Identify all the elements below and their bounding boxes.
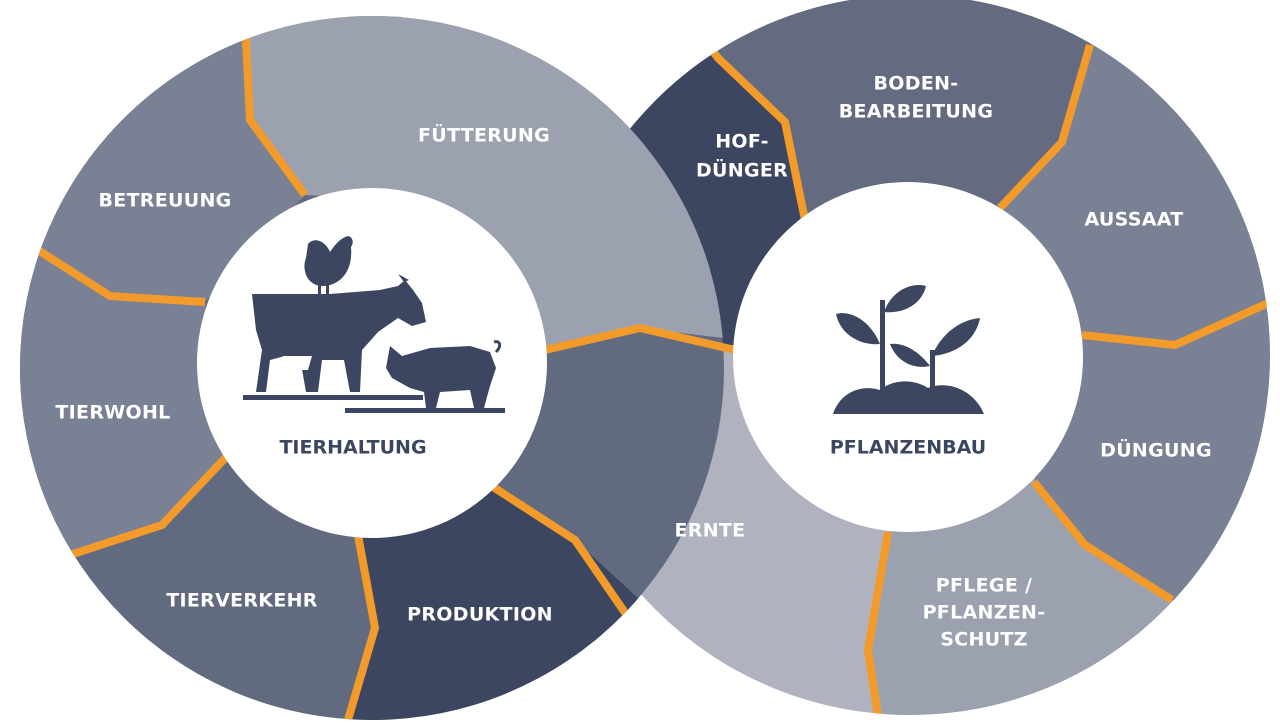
label-bearbeitung: BEARBEITUNG — [839, 101, 994, 123]
segment-bodenbearbeitung — [718, 0, 1270, 220]
separator-cycle-link — [544, 323, 736, 354]
label-tierwohl: TIERWOHL — [55, 402, 170, 424]
tierhaltung-center — [197, 188, 547, 538]
separator-verkehr-produktion — [341, 534, 380, 720]
pflanzenbau-label: PFLANZENBAU — [830, 437, 986, 459]
label-schutz: SCHUTZ — [940, 629, 1028, 651]
separator-produktion-inner — [487, 481, 634, 623]
label-fuetterung: FÜTTERUNG — [418, 123, 550, 147]
label-pflege: PFLEGE / — [936, 575, 1033, 597]
label-produktion: PRODUKTION — [407, 604, 553, 626]
label-duengung: DÜNGUNG — [1100, 438, 1212, 462]
separator-tierwohl-verkehr — [68, 452, 231, 559]
separator-boden-aussaat — [997, 43, 1094, 211]
separator-aussaat-duengung — [1081, 296, 1270, 350]
label-aussaat: AUSSAAT — [1084, 209, 1183, 231]
segment-tierwohl — [20, 245, 228, 560]
plant-sprout-icon — [833, 285, 984, 414]
tierhaltung-label: TIERHALTUNG — [279, 437, 426, 459]
label-boden: BODEN- — [874, 73, 959, 95]
separator-pflege-ernte — [863, 531, 892, 715]
separator-betreu-tierwohl — [27, 241, 206, 306]
separator-fuett-betreu — [241, 19, 309, 198]
label-tierverkehr: TIERVERKEHR — [166, 590, 318, 612]
label-duenger: DÜNGER — [696, 158, 788, 182]
separator-duengung-pflege — [1030, 479, 1175, 604]
label-ernte: ERNTE — [675, 520, 746, 542]
label-hof: HOF- — [715, 131, 769, 153]
livestock-icon — [243, 236, 505, 413]
label-pflanzen: PFLANZEN- — [923, 602, 1046, 624]
label-betreuung: BETREUUNG — [98, 190, 231, 212]
